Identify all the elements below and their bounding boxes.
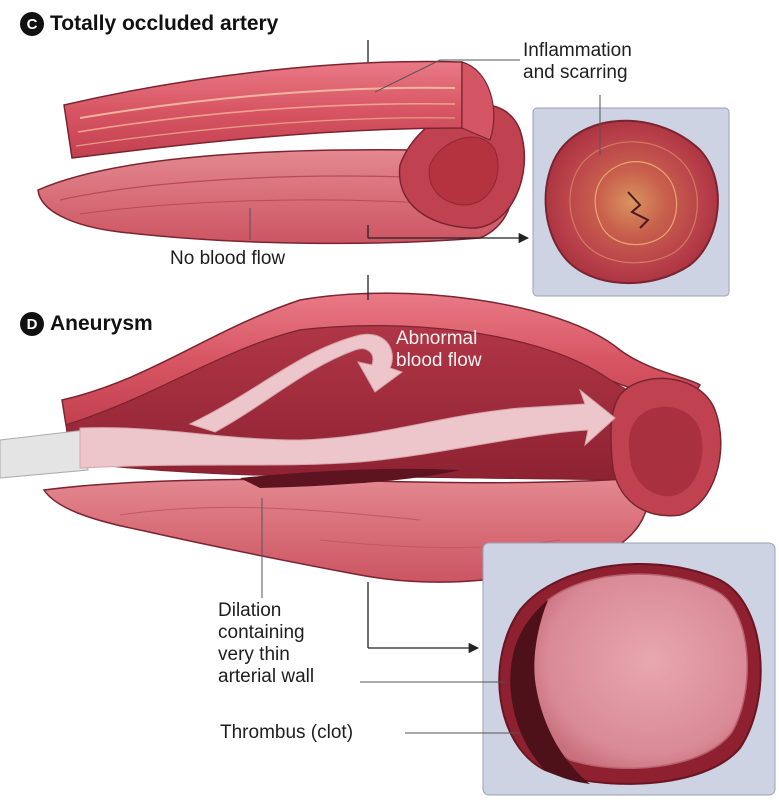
occluded-cross-section [546, 121, 718, 283]
panel-c-title-text: Totally occluded artery [50, 12, 278, 36]
inflammation-label-line-1: Inflammation [523, 40, 632, 62]
dilation-label-line-2: containing [218, 622, 314, 644]
occluded-cross-section-inset [533, 108, 729, 296]
thrombus-label: Thrombus (clot) [220, 722, 353, 744]
dilation-label: Dilation containing very thin arterial w… [218, 600, 314, 688]
panel-c-badge: C [20, 12, 44, 36]
inflammation-label-line-2: and scarring [523, 62, 632, 84]
dilation-label-line-1: Dilation [218, 600, 314, 622]
aneurysm-artery [0, 293, 721, 582]
abnormal-flow-label-line-2: blood flow [396, 350, 482, 372]
inflammation-label: Inflammation and scarring [523, 40, 632, 84]
no-flow-label: No blood flow [170, 248, 285, 270]
occluded-artery [38, 61, 524, 243]
aneurysm-cross-section-inset [483, 543, 775, 795]
dilation-label-line-4: arterial wall [218, 666, 314, 688]
panel-c-title: C Totally occluded artery [20, 12, 278, 36]
panel-d-title: D Aneurysm [20, 312, 153, 336]
abnormal-flow-label-line-1: Abnormal [396, 328, 482, 350]
abnormal-flow-label: Abnormal blood flow [396, 328, 482, 372]
dilation-label-line-3: very thin [218, 644, 314, 666]
panel-d-badge: D [20, 312, 44, 336]
panel-d-title-text: Aneurysm [50, 312, 153, 336]
